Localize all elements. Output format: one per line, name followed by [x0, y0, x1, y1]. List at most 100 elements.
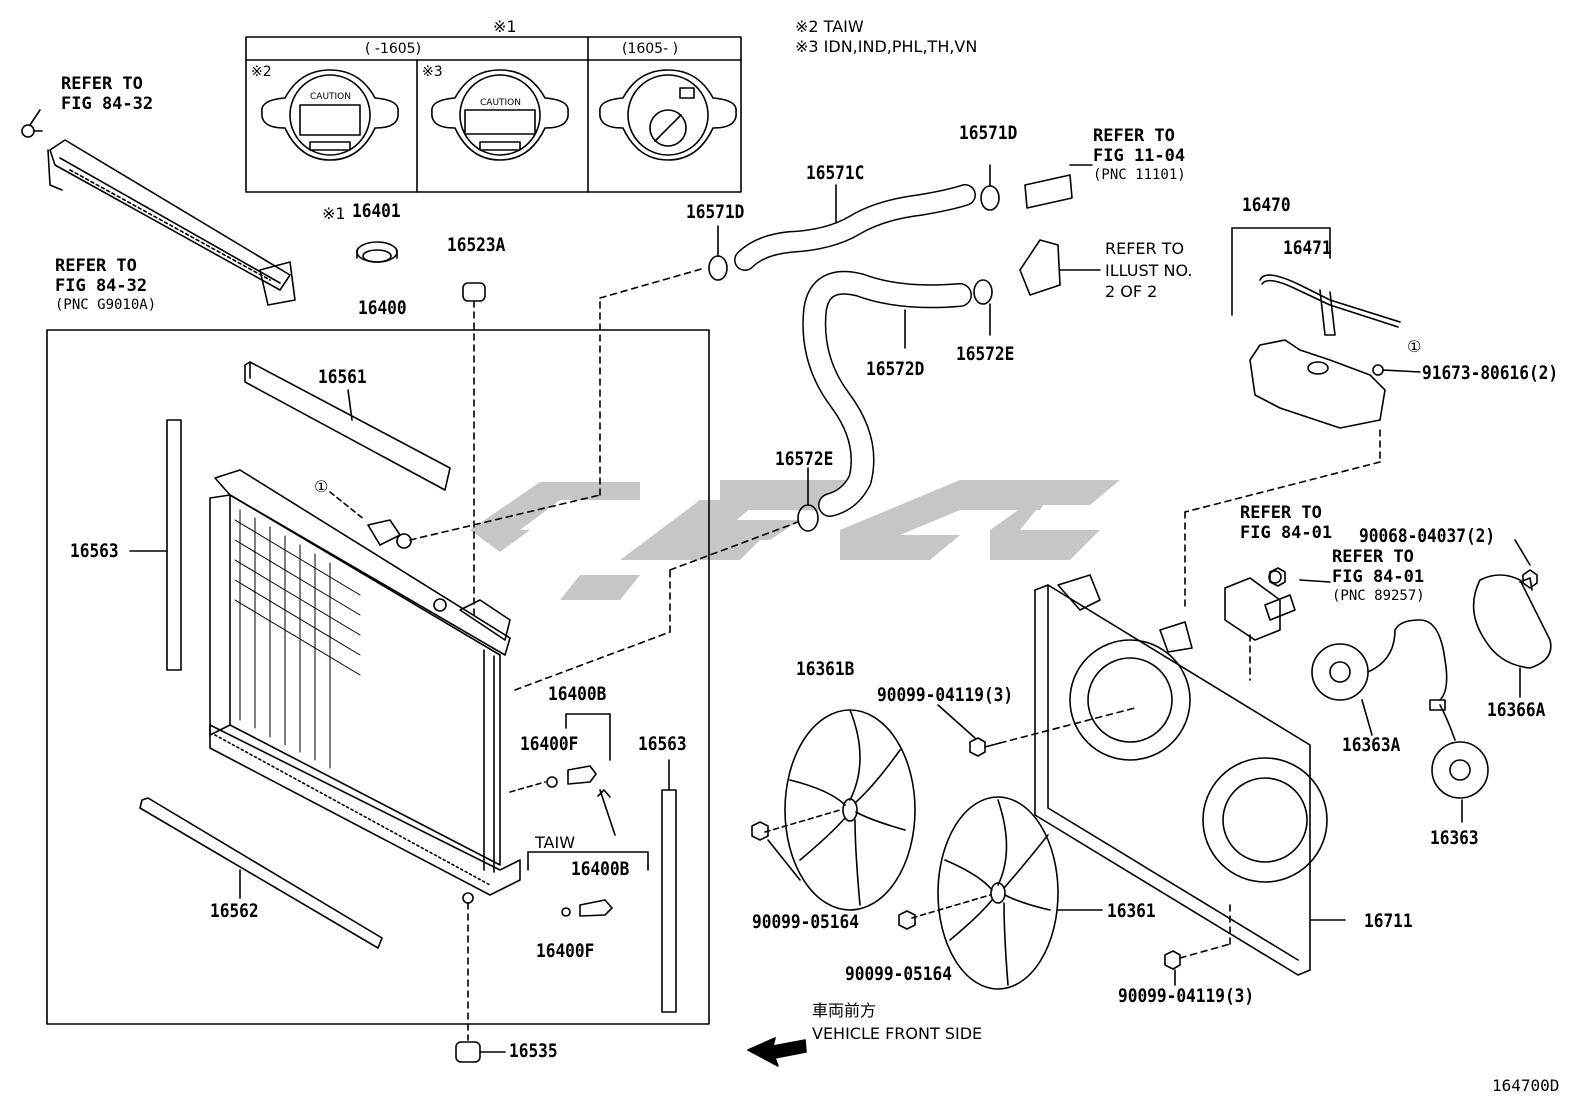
ref-fig-84-01-b: REFER TO FIG 84-01 (PNC 89257) — [1332, 547, 1425, 604]
clamp-16571D-upper — [980, 164, 1000, 211]
plug-16523A — [462, 282, 486, 621]
hose-connection-line — [599, 267, 706, 299]
label-16711: 16711 — [1364, 910, 1413, 932]
label-16400B-b: 16400B — [571, 858, 630, 880]
label-16571D-a: 16571D — [686, 201, 745, 223]
radiator-cap-icon-2 — [431, 69, 569, 161]
seal-16562 — [139, 797, 383, 949]
label-16363A: 16363A — [1342, 734, 1401, 756]
pipe-11101 — [1024, 164, 1093, 209]
label-taiw: TAIW — [535, 833, 576, 852]
leader — [1184, 461, 1381, 513]
label-16400B-a: 16400B — [548, 683, 607, 705]
label-16523A: 16523A — [447, 234, 506, 256]
label-16470: 16470 — [1242, 194, 1291, 216]
hose-connection-line — [409, 494, 601, 541]
label-16366A: 16366A — [1487, 699, 1546, 721]
fan-motor-16363 — [1429, 699, 1489, 823]
bolt-90099-04119-b — [1164, 904, 1231, 986]
ref-fig-11-04: REFER TO FIG 11-04 (PNC 11101) — [1093, 126, 1186, 183]
label-16400F-a: 16400F — [520, 733, 579, 755]
nut-90099-05164-a — [751, 821, 801, 881]
table-cell2-mark: ※3 — [422, 64, 443, 80]
hose-connection-line — [514, 631, 671, 691]
label-16561: 16561 — [318, 366, 367, 388]
upper-hose-16571C — [734, 184, 976, 271]
fan-16361B — [764, 709, 916, 911]
clamp-16572E-upper — [973, 279, 993, 336]
ref-fig-84-32-bottom: REFER TO FIG 84-32 (PNC G9010A) — [55, 256, 157, 313]
vehicle-front-arrow — [747, 1037, 807, 1067]
bolt-90099-04119-a — [937, 704, 1136, 757]
radiator-assembly-frame — [46, 329, 710, 1025]
cushion-16535 — [455, 1041, 506, 1063]
label-16471: 16471 — [1283, 237, 1332, 259]
drain-cock-16400B — [509, 713, 649, 917]
label-16361: 16361 — [1107, 900, 1156, 922]
fan-motor-16363A — [1311, 619, 1448, 736]
ref-illust-2of2: REFER TO ILLUST NO. 2 OF 2 — [1105, 239, 1193, 302]
label-circle-1-b: ① — [1407, 337, 1422, 356]
label-16400F-b: 16400F — [536, 940, 595, 962]
label-16563-left: 16563 — [70, 540, 119, 562]
label-16363: 16363 — [1430, 827, 1479, 849]
cap-variant-table — [245, 36, 742, 193]
motor-cover-16366A — [1472, 539, 1552, 698]
watermark-logo — [470, 480, 1120, 600]
label-16571D-b: 16571D — [959, 122, 1018, 144]
label-16535: 16535 — [509, 1040, 558, 1062]
clamp-16571D-lower — [708, 225, 728, 281]
note-1-mark: ※1 — [493, 17, 517, 36]
nut-90099-05164-b — [898, 910, 916, 930]
fan-shroud-16711 — [1034, 574, 1346, 976]
lower-hose-16572D — [802, 270, 972, 517]
label-16563-right: 16563 — [638, 733, 687, 755]
label-16401: 16401 — [352, 200, 401, 222]
table-col1-header: ( -1605) — [365, 41, 422, 57]
condenser-support-part — [21, 109, 296, 306]
radiator-core — [209, 469, 521, 904]
label-16571C: 16571C — [806, 162, 865, 184]
label-90099-04119-b: 90099-04119(3) — [1118, 985, 1255, 1007]
fan-controller-part — [1224, 570, 1331, 641]
seal-16563-left — [129, 419, 182, 671]
leader — [347, 389, 353, 421]
clamp-16572E-lower — [797, 467, 819, 532]
note-2: ※2 TAIW — [795, 17, 864, 36]
label-90099-05164-a: 90099-05164 — [752, 911, 859, 933]
caution-text-2: CAUTION — [480, 98, 521, 108]
label-90099-05164-b: 90099-05164 — [845, 963, 952, 985]
ref-fig-84-01-a: REFER TO FIG 84-01 — [1240, 503, 1333, 544]
hose-connection-line — [669, 521, 799, 571]
radiator-cap-icon-3 — [599, 69, 737, 161]
label-16400: 16400 — [358, 297, 407, 319]
seal-16561 — [244, 361, 451, 491]
fan-16361 — [911, 796, 1103, 990]
direction-jp: 車両前方 — [812, 1001, 877, 1020]
label-16401-mark: ※1 — [322, 204, 346, 223]
figure-id: 164700D — [1492, 1076, 1560, 1095]
label-16572D: 16572D — [866, 358, 925, 380]
label-16572E-b: 16572E — [775, 448, 834, 470]
label-91673: 91673-80616(2) — [1422, 362, 1559, 384]
direction-en: VEHICLE FRONT SIDE — [812, 1024, 983, 1043]
label-16361B: 16361B — [796, 658, 855, 680]
note-3: ※3 IDN,IND,PHL,TH,VN — [795, 37, 978, 56]
water-outlet-fitting — [1019, 239, 1101, 296]
table-col2-header: (1605- ) — [622, 41, 679, 57]
table-cell1-mark: ※2 — [251, 64, 272, 80]
label-16562: 16562 — [210, 900, 259, 922]
label-circle-1-a: ① — [314, 477, 329, 496]
label-90068: 90068-04037(2) — [1359, 525, 1496, 547]
seal-16563-right — [661, 759, 677, 1013]
ref-fig-84-32-top: REFER TO FIG 84-32 — [61, 74, 154, 115]
gasket-16401 — [356, 241, 398, 263]
label-16572E-a: 16572E — [956, 343, 1015, 365]
label-90099-04119-a: 90099-04119(3) — [877, 684, 1014, 706]
leader — [329, 491, 366, 521]
radiator-cap-icon-1 — [261, 69, 399, 161]
reservoir-16470 — [1231, 227, 1421, 429]
bracket-bolt-91673 — [1269, 567, 1286, 587]
